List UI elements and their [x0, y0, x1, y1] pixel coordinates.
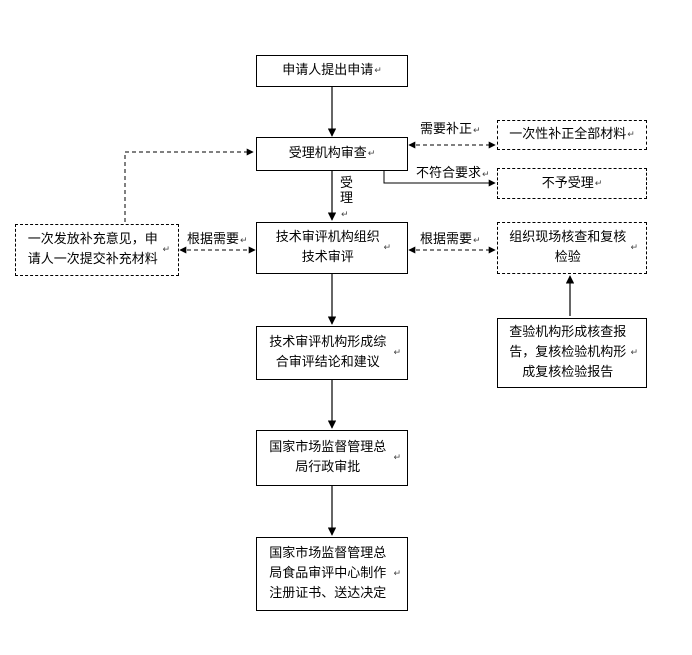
- box-inspection-report-text: 查验机构形成核查报告，复核检验机构形成复核检验报告: [509, 325, 627, 380]
- label-accepted-text: 受理: [340, 176, 354, 206]
- box-admin-approval-text: 国家市场监督管理总局行政审批: [269, 440, 387, 475]
- box-supplement-once-text: 一次发放补充意见，申请人一次提交补充材料: [27, 232, 158, 267]
- box-certificate: 国家市场监督管理总局食品审评中心制作注册证书、送达决定↵: [256, 537, 408, 611]
- box-review: 受理机构审查↵: [256, 137, 408, 171]
- box-tech-conclusion-text: 技术审评机构形成综合审评结论和建议: [269, 335, 387, 370]
- label-not-compliant: 不符合要求↵: [416, 166, 490, 181]
- label-as-needed-right: 根据需要↵: [420, 232, 481, 247]
- box-review-text: 受理机构审查: [288, 146, 367, 161]
- box-tech-review-text: 技术审评机构组织技术审评: [275, 230, 380, 265]
- label-as-needed-left-text: 根据需要: [187, 232, 240, 247]
- box-certificate-text: 国家市场监督管理总局食品审评中心制作注册证书、送达决定: [269, 546, 387, 601]
- box-tech-review: 技术审评机构组织技术审评↵: [256, 222, 408, 274]
- label-need-correction-text: 需要补正: [420, 122, 473, 137]
- box-supplement-all: 一次性补正全部材料↵: [497, 120, 647, 150]
- box-tech-conclusion: 技术审评机构形成综合审评结论和建议↵: [256, 326, 408, 380]
- box-site-inspection: 组织现场核查和复核检验↵: [497, 222, 647, 274]
- box-admin-approval: 国家市场监督管理总局行政审批↵: [256, 430, 408, 486]
- label-as-needed-right-text: 根据需要: [420, 232, 473, 247]
- box-apply-text: 申请人提出申请: [282, 63, 374, 78]
- box-reject-text: 不予受理: [541, 175, 594, 191]
- label-need-correction: 需要补正↵: [420, 122, 481, 137]
- box-apply: 申请人提出申请↵: [256, 55, 408, 87]
- box-site-inspection-text: 组织现场核查和复核检验: [509, 230, 627, 265]
- label-accepted: 受理↵: [340, 176, 354, 220]
- arrow-review-to-reject: [383, 171, 496, 187]
- box-supplement-once: 一次发放补充意见，申请人一次提交补充材料↵: [15, 224, 179, 276]
- box-supplement-all-text: 一次性补正全部材料: [509, 127, 627, 142]
- box-reject: 不予受理↵: [497, 168, 647, 199]
- label-as-needed-left: 根据需要↵: [187, 232, 248, 247]
- arrow-supplement-once-to-review: [124, 148, 254, 222]
- label-not-compliant-text: 不符合要求: [416, 166, 482, 181]
- box-inspection-report: 查验机构形成核查报告，复核检验机构形成复核检验报告↵: [497, 318, 647, 388]
